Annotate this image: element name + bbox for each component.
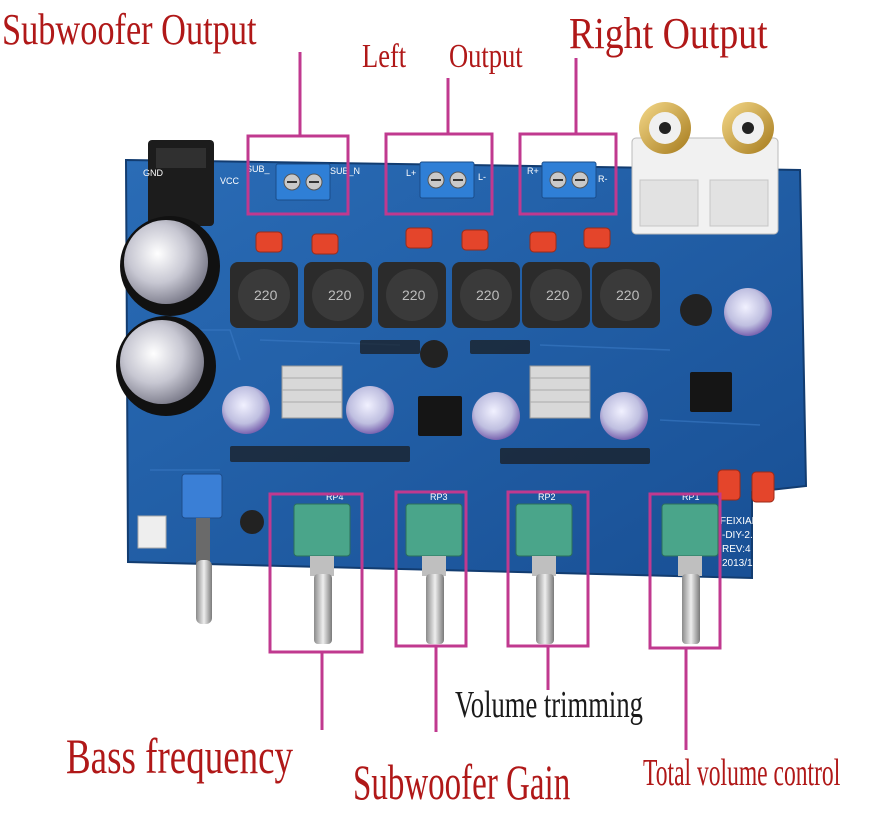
svg-text:220: 220 [328,287,352,303]
svg-text:220: 220 [616,287,640,303]
potentiometer-4 [661,503,719,644]
silk-right-n: R- [598,174,608,184]
silk-rp2: RP2 [538,492,556,502]
svg-text:220: 220 [546,287,570,303]
potentiometer-1 [293,503,351,644]
leader-lines [298,52,688,750]
bass-frequency-label: Bass frequency [66,728,294,784]
total-volume-control-label: Total volume control [643,752,841,794]
silk-gnd: GND [143,168,164,178]
capacitor-large-1 [120,216,220,316]
smd-rows [230,340,650,464]
silk-sub-p: SUB_ [246,164,271,174]
inductor-markings: 220 220 220 220 220 220 [254,287,640,303]
svg-text:220: 220 [476,287,500,303]
silk-date: 2013/10/19 [722,558,772,569]
subwoofer-output-label: Subwoofer Output [2,5,257,54]
right-output-label: Right Output [569,9,768,58]
heatsinks [281,365,591,419]
power-switch [181,473,223,624]
silk-rp3: RP3 [430,492,448,502]
svg-text:220: 220 [254,287,278,303]
silk-rev: REV:4 [722,544,751,555]
potentiometer-2 [405,503,463,644]
silk-rp1: RP1 [682,492,700,502]
terminal-right [541,161,597,199]
capacitor-large-2 [116,316,216,416]
subwoofer-gain-label: Subwoofer Gain [353,754,571,810]
left-output-label: Left [362,38,407,75]
rca-jacks [631,102,779,235]
silk-left-n: L- [478,172,486,182]
silk-vcc: VCC [220,176,240,186]
terminal-subwoofer [275,163,331,201]
terminal-left [419,161,475,199]
connector-white [137,515,167,549]
silk-right-p: R+ [527,166,539,176]
purple-capacitors [222,288,772,534]
potentiometer-3 [515,503,573,644]
red-capacitors-top [255,227,775,503]
silk-sub-n: SUB_N [330,166,360,176]
svg-text:220: 220 [402,287,426,303]
inductors [230,262,660,328]
silk-left-p: L+ [406,168,416,178]
silk-model: -DIY-2.1 [722,530,759,541]
left-output-label-2: Output [449,38,523,75]
silk-rp4: RP4 [326,492,344,502]
silk-brand: FEIXIANG [720,516,767,527]
volume-trimming-label: Volume trimming [455,684,643,726]
ic-chips [418,372,732,436]
